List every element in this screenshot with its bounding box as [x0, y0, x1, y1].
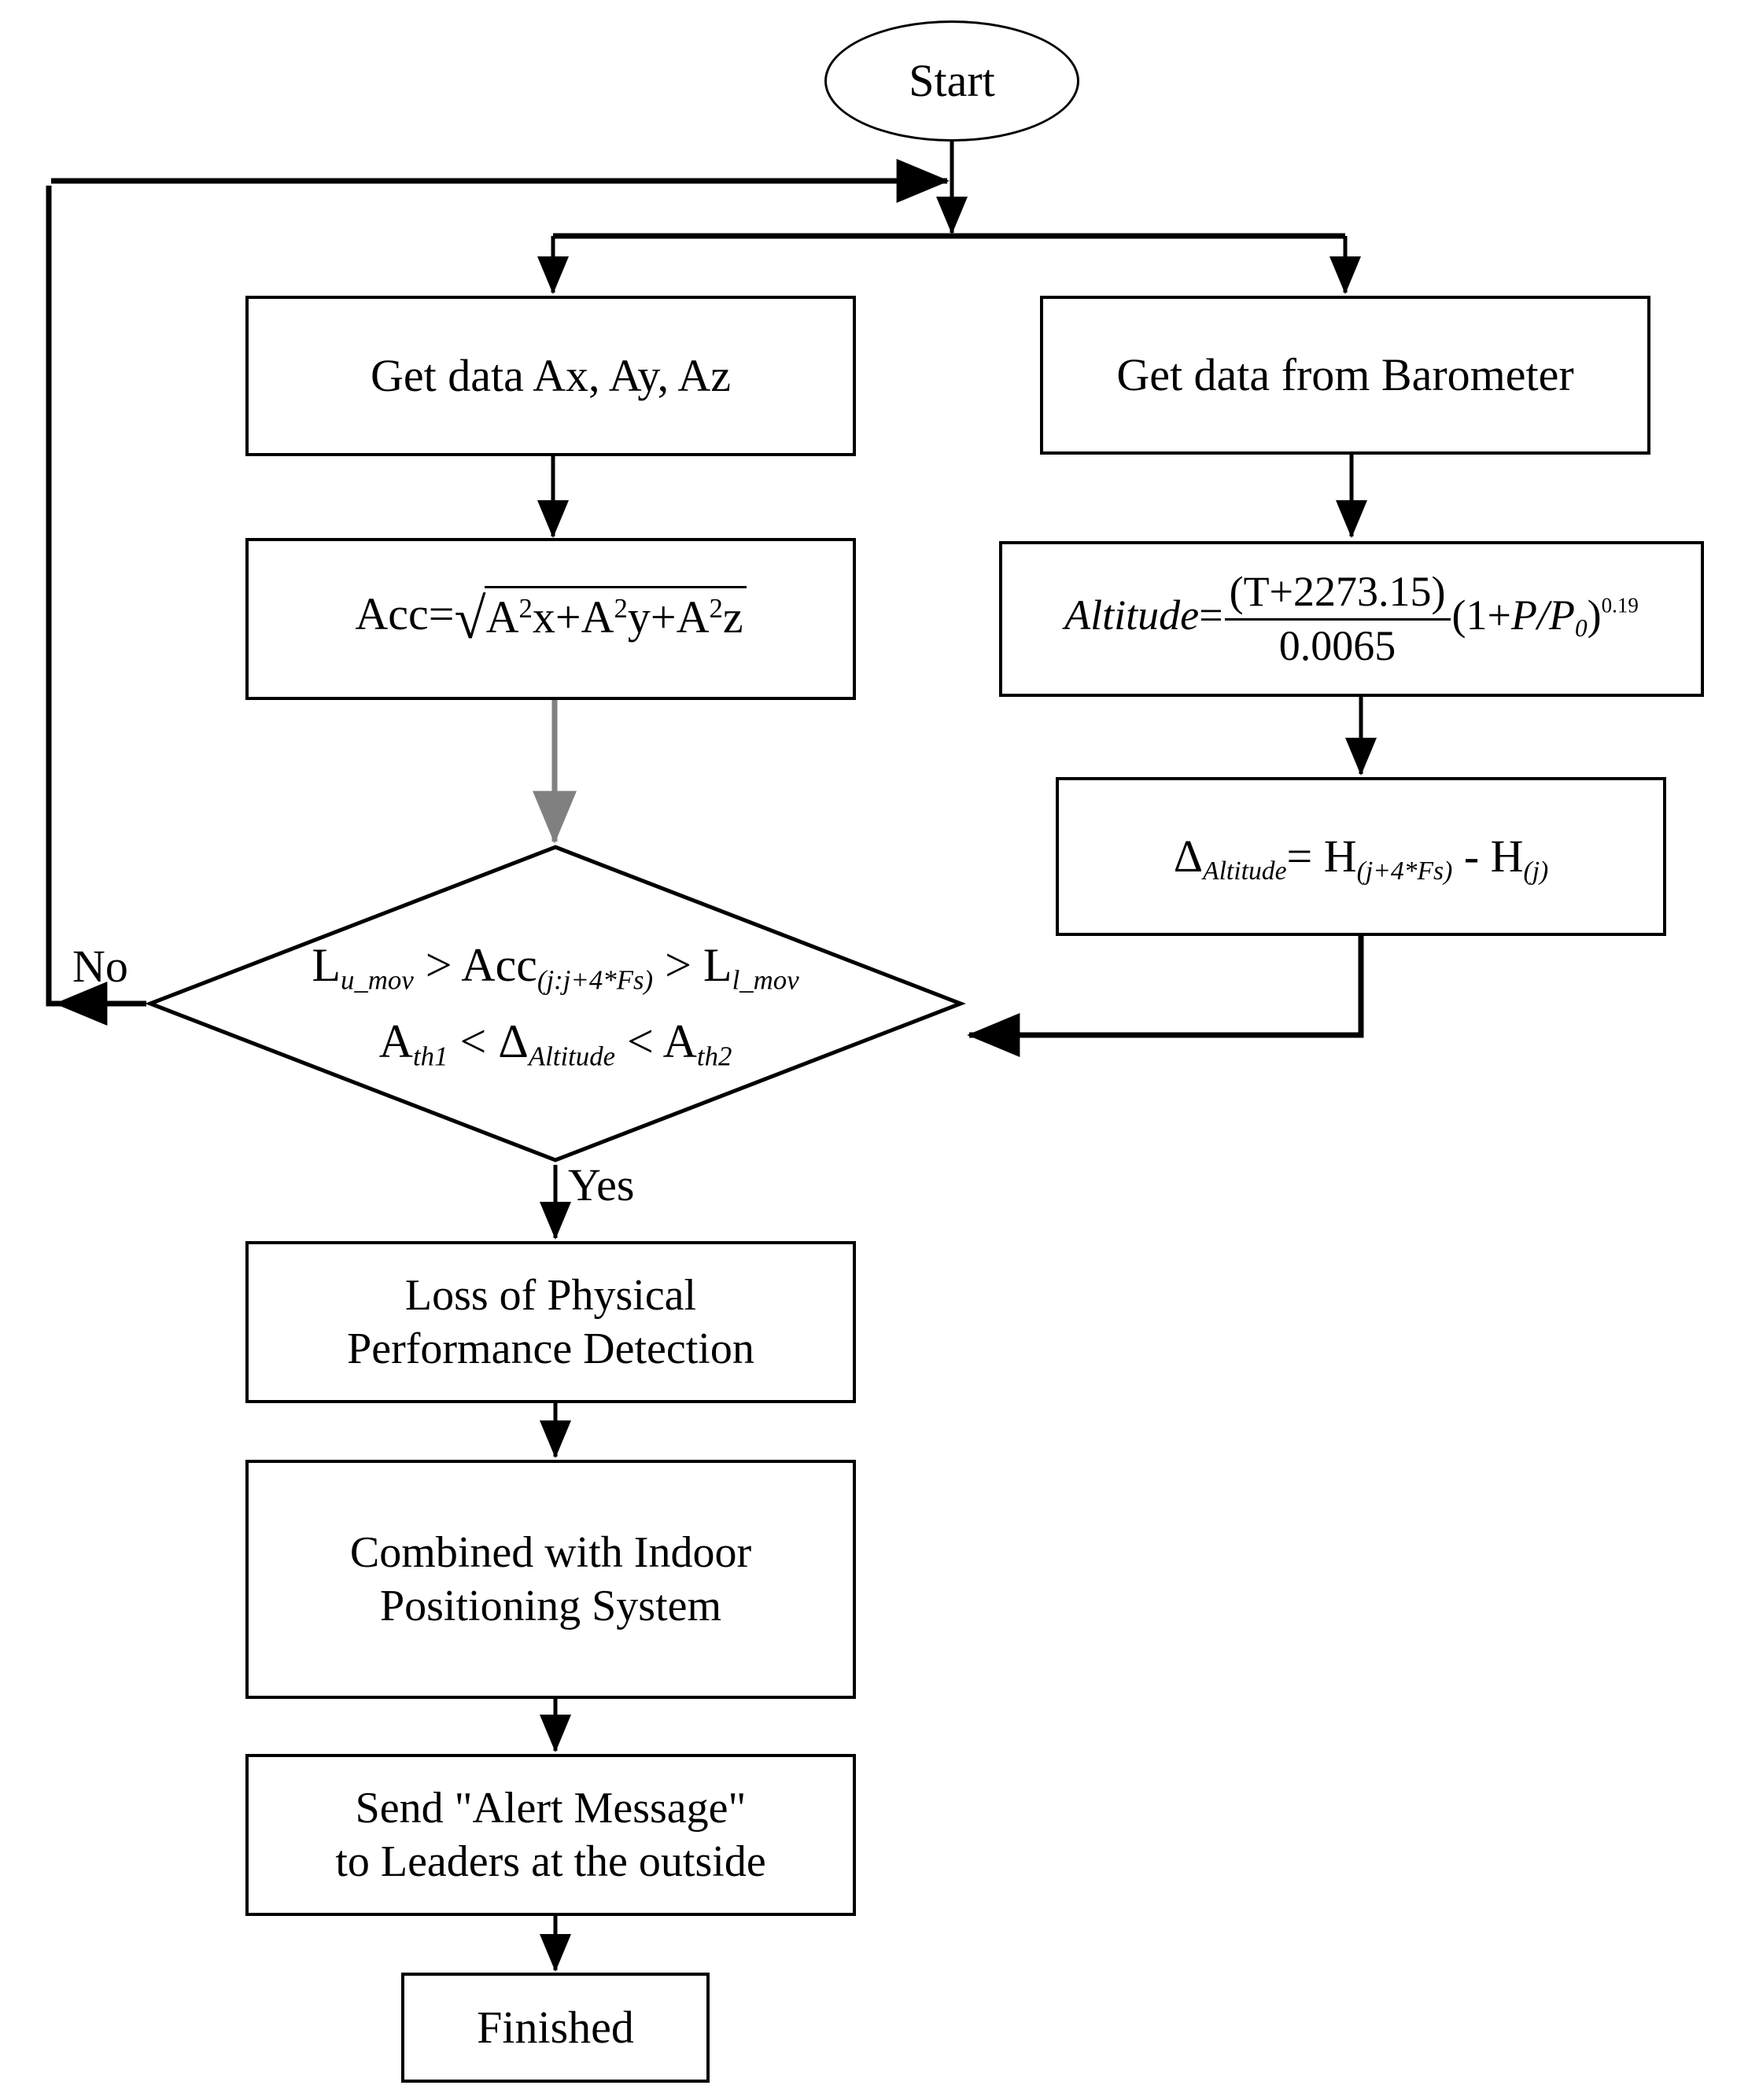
node-decision[interactable]: Lu_mov > Acc(j:j+4*Fs) > Ll_mov Ath1 < Δ… [145, 845, 966, 1162]
node-alert-line-1: Send "Alert Message" [355, 1783, 747, 1833]
node-loss-line-2: Performance Detection [347, 1324, 754, 1373]
edge-label-yes: Yes [568, 1159, 635, 1210]
node-get-accelerometer-data-label: Get data Ax, Ay, Az [370, 349, 732, 401]
node-finished[interactable]: Finished [401, 1973, 710, 2083]
altitude-factor-p0-sub: 0 [1574, 613, 1588, 642]
altitude-exponent: 0.19 [1601, 593, 1639, 617]
node-altitude-formula-expression: Altitude=(T+2273.15)0.0065(1+P/P0)0.19 [1002, 566, 1701, 672]
node-acc-formula[interactable]: Acc=√A2x+A2y+A2z [245, 538, 856, 700]
delta-minus-h2: - H [1452, 830, 1524, 882]
decision-diamond-shape [145, 845, 966, 1162]
altitude-denominator: 0.0065 [1224, 617, 1451, 672]
altitude-factor-p0: P [1548, 591, 1575, 639]
node-acc-formula-expression: Acc=√A2x+A2y+A2z [249, 584, 853, 654]
acc-exp-3: 2 [709, 593, 723, 624]
acc-term-az: A [676, 591, 710, 643]
node-start[interactable]: Start [824, 20, 1079, 142]
altitude-lhs: Altitude [1064, 591, 1200, 639]
acc-sep-3: z [722, 591, 743, 643]
node-start-label: Start [909, 54, 995, 106]
altitude-numerator: (T+2273.15) [1229, 567, 1446, 615]
square-root-icon: √A2x+A2y+A2z [454, 584, 747, 654]
delta-subscript: Altitude [1203, 856, 1287, 886]
acc-exp-1: 2 [518, 593, 533, 624]
node-send-alert-message[interactable]: Send "Alert Message" to Leaders at the o… [245, 1754, 856, 1916]
acc-lhs: Acc= [355, 588, 455, 640]
node-indoor-line-2: Positioning System [379, 1582, 722, 1630]
delta-symbol: Δ [1173, 830, 1204, 882]
node-get-accelerometer-data[interactable]: Get data Ax, Ay, Az [245, 296, 856, 456]
node-delta-altitude-expression: ΔAltitude= H(j+4*Fs) - H(j) [1059, 829, 1663, 885]
altitude-factor-close: ) [1587, 591, 1602, 639]
node-get-barometer-data-label: Get data from Barometer [1116, 348, 1574, 400]
delta-h1-subscript: (j+4*Fs) [1356, 856, 1453, 886]
acc-sep-1: x+ [532, 591, 581, 643]
node-finished-label: Finished [477, 2001, 634, 2053]
wire-delta-to-decision [967, 936, 1364, 1057]
delta-h2-subscript: (j) [1523, 856, 1549, 886]
acc-sep-2: y+ [627, 591, 677, 643]
altitude-factor-open: (1+ [1451, 591, 1511, 639]
wire-decision-no [46, 186, 146, 1007]
altitude-fraction: (T+2273.15)0.0065 [1224, 566, 1451, 672]
acc-term-ax: A [485, 591, 519, 643]
edge-label-no: No [72, 941, 128, 992]
altitude-equals: = [1199, 591, 1223, 639]
delta-equals-h1: = H [1286, 830, 1357, 882]
node-delta-altitude[interactable]: ΔAltitude= H(j+4*Fs) - H(j) [1056, 777, 1666, 936]
node-indoor-line-1: Combined with Indoor [349, 1527, 752, 1577]
node-alert-line-2: to Leaders at the outside [335, 1837, 766, 1886]
node-loss-line-1: Loss of Physical [404, 1270, 697, 1320]
altitude-factor-p: P [1510, 591, 1537, 639]
node-get-barometer-data[interactable]: Get data from Barometer [1040, 296, 1650, 455]
node-loss-of-physical-performance-detection[interactable]: Loss of Physical Performance Detection [245, 1241, 856, 1403]
altitude-factor-slash: / [1536, 591, 1549, 639]
node-combined-indoor-positioning-system[interactable]: Combined with Indoor Positioning System [245, 1460, 856, 1699]
acc-exp-2: 2 [614, 593, 628, 624]
acc-term-ay: A [581, 591, 614, 643]
node-altitude-formula[interactable]: Altitude=(T+2273.15)0.0065(1+P/P0)0.19 [999, 541, 1704, 697]
